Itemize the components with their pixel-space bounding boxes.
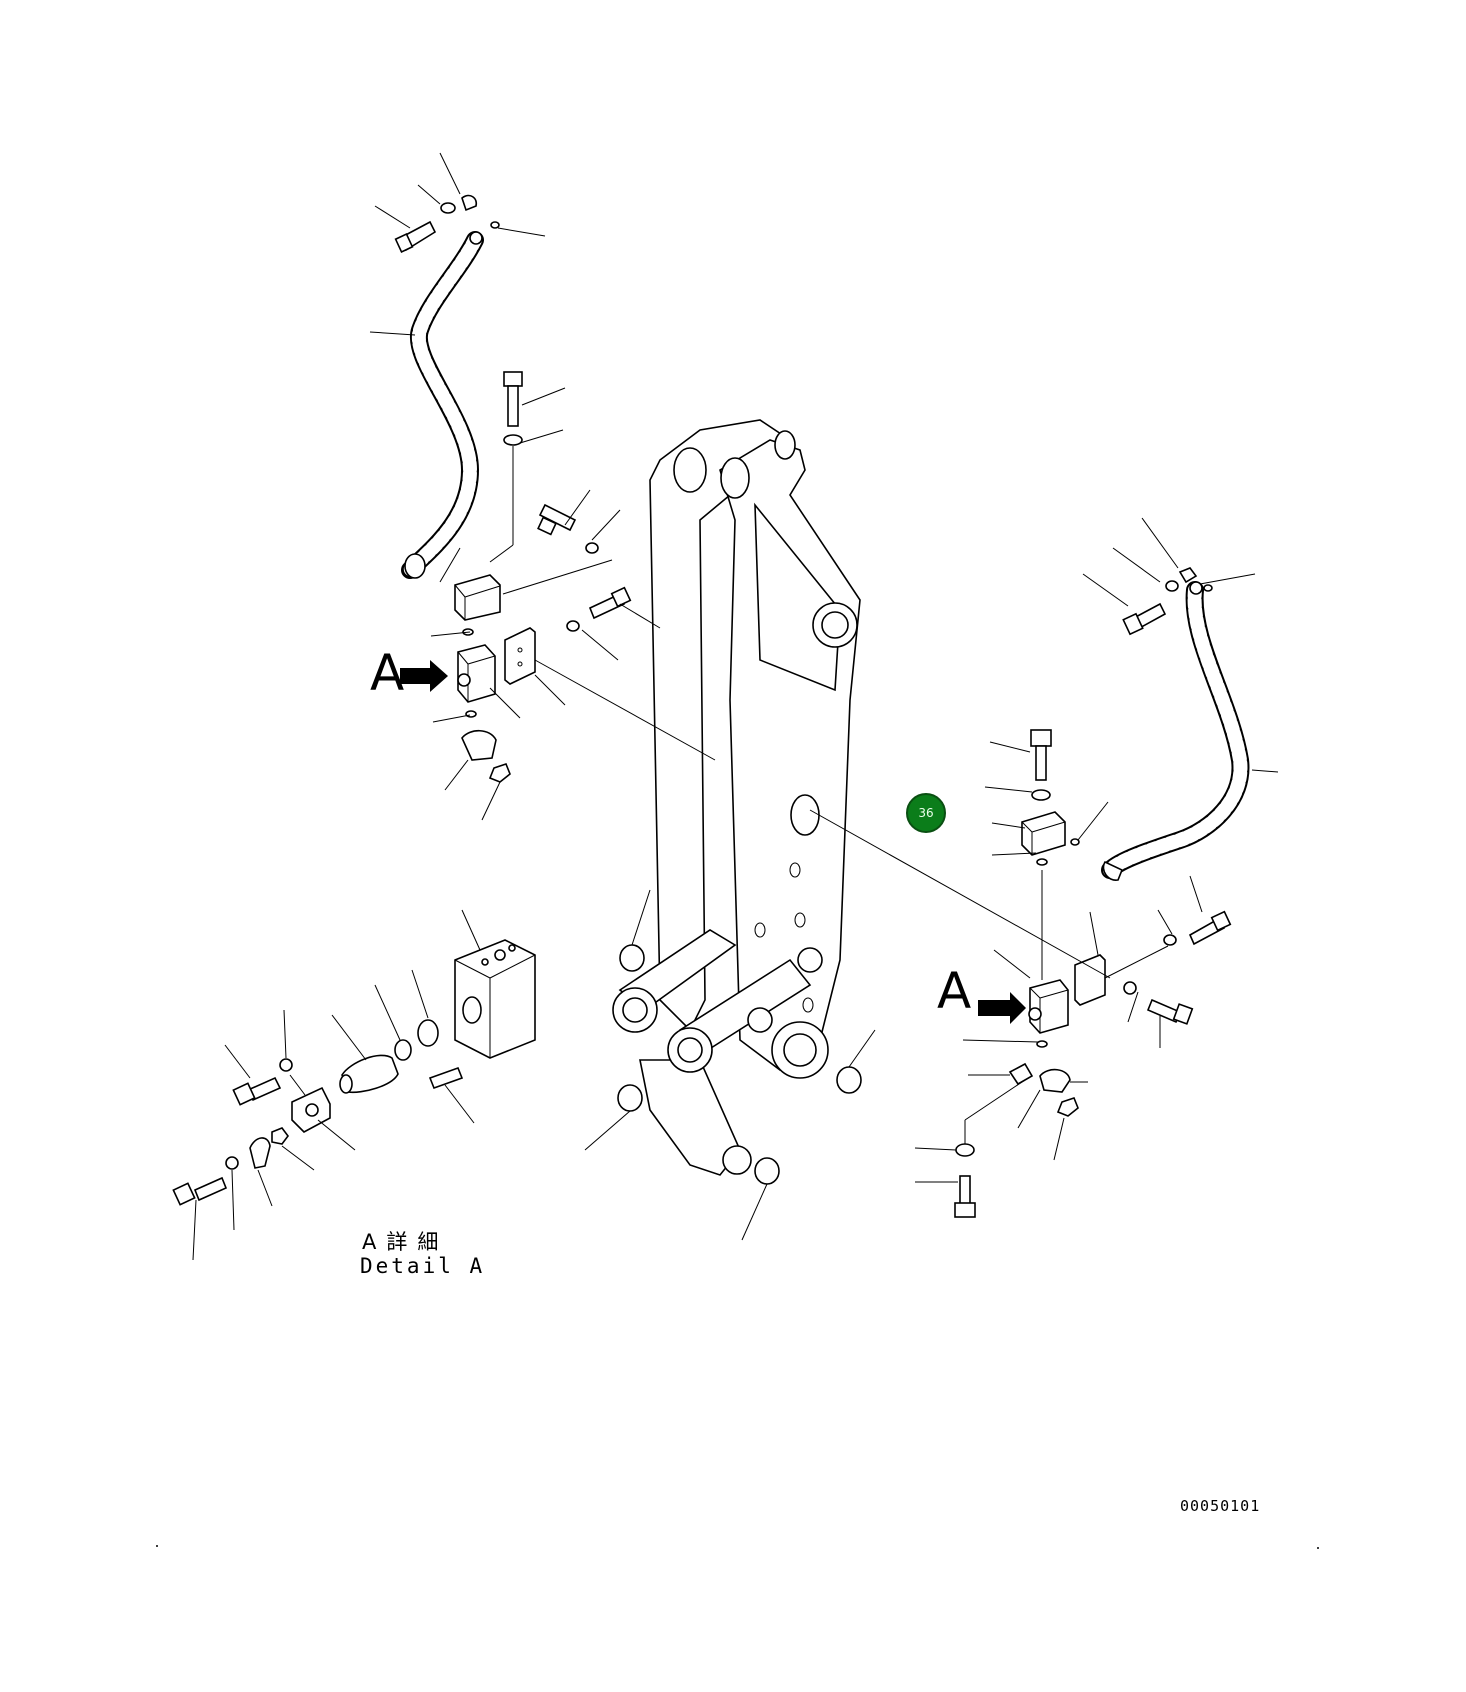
detail-caption-japanese: A詳細 bbox=[362, 1230, 449, 1254]
drawing-number: 00050101 bbox=[1180, 1497, 1261, 1515]
arrow-right-icon bbox=[978, 992, 1026, 1024]
callout-badge-36[interactable]: 36 bbox=[906, 793, 946, 833]
arm-structure bbox=[649, 419, 861, 1079]
detail-a-view bbox=[172, 909, 536, 1261]
bucket-link bbox=[612, 929, 823, 1176]
detail-caption-english: Detail A bbox=[360, 1254, 486, 1278]
view-letter-a-left: A bbox=[370, 644, 405, 702]
arrow-right-icon bbox=[400, 660, 448, 692]
left-hose-assembly bbox=[369, 152, 716, 821]
link-o-rings bbox=[584, 889, 876, 1241]
view-letter-a-right: A bbox=[937, 962, 972, 1020]
right-hose-assembly bbox=[809, 517, 1279, 1218]
